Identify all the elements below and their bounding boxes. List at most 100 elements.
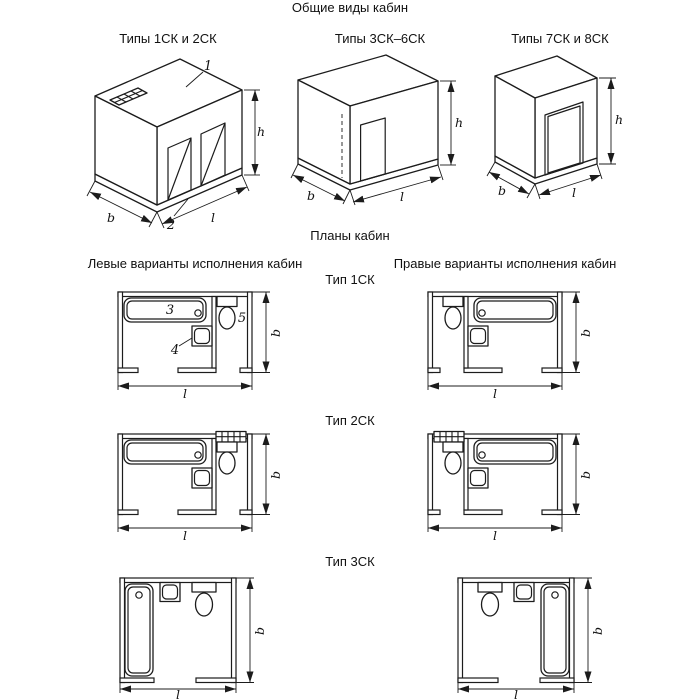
callout-bathtub: 3 [166,303,174,318]
caption-types-3sk-6sk: Типы 3СК–6СК [334,31,426,46]
vent-grille [109,87,148,106]
plans-title: Планы кабин [310,228,390,243]
cabin-walls [427,433,563,516]
type-1sk-label: Тип 1СК [325,272,375,287]
callout-2-text: 2 [166,218,175,233]
callout-1: 1 [185,59,212,88]
cabin-body [494,55,598,185]
sink [191,325,213,347]
right-variants-header: Правые варианты исполнения кабин [393,256,617,271]
mirrored-plan [427,291,563,374]
dim-b-label: b [578,471,593,479]
dimension-b: b [86,180,158,228]
toilet [442,441,464,475]
dim-l-label: l [183,528,187,543]
bathtub [473,439,557,465]
dim-b-label: b [268,471,283,479]
type-2sk-label: Тип 2СК [325,413,375,428]
dim-b-label: b [107,210,115,225]
cabin-walls [117,291,253,374]
dimension-h: h [244,89,265,176]
caption-types-1sk-2sk: Типы 1СК и 2СК [119,31,217,46]
dim-b-label: b [268,329,283,337]
dimension-h: h [440,80,463,166]
dim-l-label: l [176,687,180,700]
dimension-l: l [534,163,603,200]
dimension-b: b [252,291,283,373]
dimension-h: h [599,77,623,165]
dim-b-label: b [498,183,506,198]
plan-3sk-left: l b [119,577,267,700]
toilet [216,295,238,330]
left-variants-header: Левые варианты исполнения кабин [87,256,303,271]
cabin-body [94,58,243,213]
vent-grille [433,430,465,443]
dimension-l: l [119,682,237,700]
type-3sk-label: Тип 3СК [325,554,375,569]
sink [467,325,489,347]
iso-view-1sk-2sk: 1 2 h l b [86,58,265,233]
page-title: Общие виды кабин [291,0,409,15]
plan-1sk-right: l b [427,291,593,401]
dim-l-label: l [572,185,576,200]
sink [467,467,489,489]
dim-l-label: l [183,386,187,401]
dim-b-label: b [252,627,267,635]
dim-h-label: h [257,124,265,139]
bathtub [123,297,207,323]
dimension-b: b [574,577,605,683]
door-opening [360,117,386,182]
door-opening [544,101,584,176]
plan-2sk-right: l b [427,430,593,543]
plan-2sk-left: l b [117,430,283,543]
bathtub [123,439,207,465]
bathtub [473,297,557,323]
dimension-b: b [562,433,593,515]
dim-l-label: l [211,210,215,225]
mirrored-plan [457,577,575,684]
callout-sink: 4 [170,337,193,358]
dim-b-label: b [590,627,605,635]
caption-types-7sk-8sk: Типы 7СК и 8СК [511,31,609,46]
cabin-body [297,54,439,191]
dim-h-label: h [455,115,463,130]
callout-1-text: 1 [204,59,212,74]
toilet [216,441,238,475]
dimension-l: l [117,514,253,543]
bathtub [540,583,570,677]
dim-l-label: l [514,687,518,700]
toilet [442,295,464,330]
plan-1sk-left: 3 4 5 l b [117,291,283,401]
dimension-l: l [427,372,563,401]
dimension-b: b [252,433,283,515]
mirrored-plan [427,430,563,516]
dim-l-label: l [493,528,497,543]
plan-3sk-right: l b [457,577,605,700]
iso-view-7sk-8sk: h l b [486,55,623,200]
iso-view-3sk-6sk: h l b [290,54,463,206]
callout-toilet: 5 [238,311,246,326]
dim-l-label: l [493,386,497,401]
dimension-l: l [427,514,563,543]
bathtub [124,583,154,677]
dim-l-label: l [400,189,404,204]
cabin-walls [117,433,253,516]
dimension-b: b [236,577,267,683]
dimension-b: b [290,163,351,205]
dimension-b: b [562,291,593,373]
sink [513,581,535,603]
sink [191,467,213,489]
dimension-l: l [457,682,575,700]
dim-b-label: b [578,329,593,337]
sink [159,581,181,603]
toilet [191,581,217,617]
dim-h-label: h [615,112,623,127]
svg-text:4: 4 [170,343,179,358]
dim-b-label: b [307,188,315,203]
dimension-l: l [117,372,253,401]
dimension-l: l [156,174,250,229]
cabin-walls [119,577,237,684]
dimension-b: b [486,161,536,199]
dimension-l: l [349,164,444,206]
